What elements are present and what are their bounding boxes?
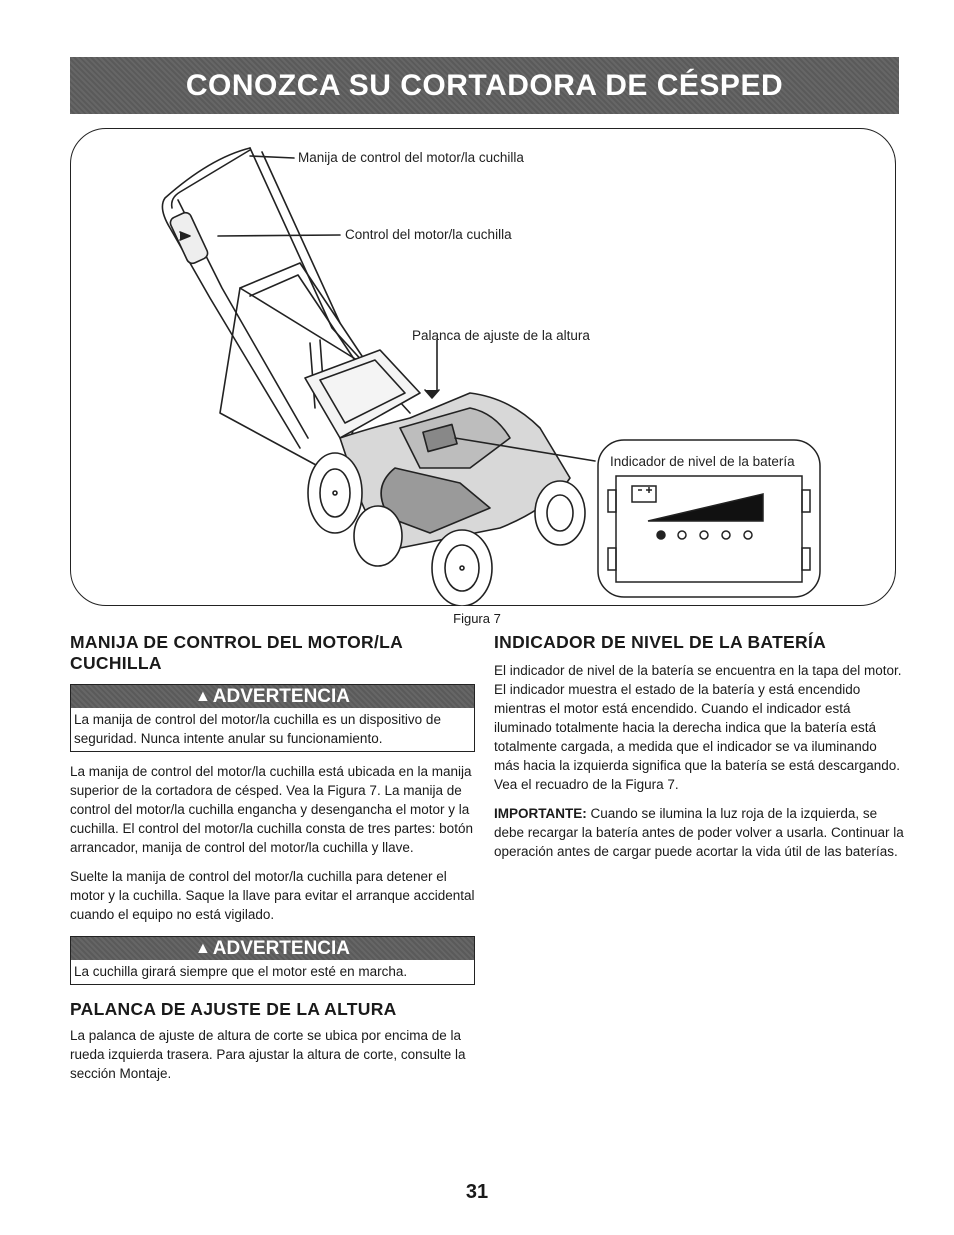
warning-text-2: La cuchilla girará siempre que el motor … [74, 964, 408, 979]
warning-box-1: ▲ ADVERTENCIA La manija de control del m… [70, 684, 475, 752]
warning-header-2: ▲ ADVERTENCIA [71, 937, 474, 960]
paragraph-handle-location: La manija de control del motor/la cuchil… [70, 764, 473, 855]
heading-battery-indicator: INDICADOR DE NIVEL DE LA BATERÍA [494, 632, 827, 652]
callout-indicator: Indicador de nivel de la batería [610, 454, 795, 469]
paragraph-battery-indicator: El indicador de nivel de la batería se e… [494, 663, 902, 792]
warning-text-1: La manija de control del motor/la cuchil… [74, 712, 441, 746]
heading-height-lever: PALANCA DE AJUSTE DE LA ALTURA [70, 999, 397, 1019]
banner-title: CONOZCA SU CORTADORA DE CÉSPED [185, 68, 784, 102]
warning-header-1: ▲ ADVERTENCIA [71, 685, 474, 708]
warning-triangle-icon: ▲ [194, 687, 211, 705]
important-label: IMPORTANTE: [494, 806, 587, 821]
figure-frame [70, 128, 896, 606]
right-column: INDICADOR DE NIVEL DE LA BATERÍA El indi… [494, 632, 904, 861]
warning-box-2: ▲ ADVERTENCIA La cuchilla girará siempre… [70, 936, 475, 985]
callout-control: Control del motor/la cuchilla [345, 227, 512, 242]
warning-label-2: ADVERTENCIA [212, 937, 351, 959]
section-banner: CONOZCA SU CORTADORA DE CÉSPED [70, 57, 899, 114]
figure-caption: Figura 7 [453, 611, 501, 626]
callout-lever: Palanca de ajuste de la altura [412, 328, 590, 343]
paragraph-important: IMPORTANTE: Cuando se ilumina la luz roj… [494, 804, 904, 861]
important-text: Cuando se ilumina la luz roja de la izqu… [494, 806, 904, 859]
callout-handle: Manija de control del motor/la cuchilla [298, 150, 524, 165]
heading-motor-blade-handle: MANIJA DE CONTROL DEL MOTOR/LA CUCHILLA [70, 632, 403, 673]
page-number: 31 [465, 1181, 489, 1203]
lawnmower-illustration [161, 147, 821, 606]
paragraph-height-lever: La palanca de ajuste de altura de corte … [70, 1028, 466, 1081]
left-column: MANIJA DE CONTROL DEL MOTOR/LA CUCHILLA … [70, 632, 475, 1083]
warning-label-1: ADVERTENCIA [212, 685, 351, 707]
paragraph-release-handle: Suelte la manija de control del motor/la… [70, 869, 475, 922]
warning-triangle-icon: ▲ [194, 939, 211, 957]
